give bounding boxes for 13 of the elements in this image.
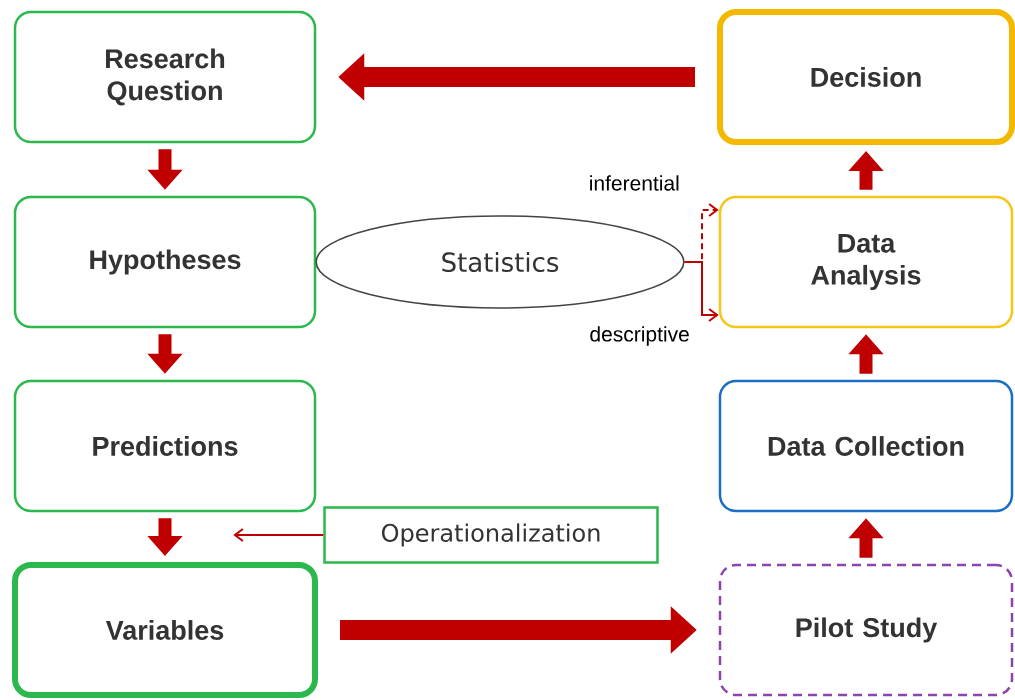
step-box: Pilot Study — [718, 563, 1014, 697]
step-box: Data Analysis — [718, 195, 1014, 329]
step-box: Decision — [717, 9, 1015, 145]
edge-label: descriptive — [587, 324, 692, 348]
step-box: Research Question — [13, 10, 317, 144]
connector-arrow — [233, 528, 325, 542]
step-box: Predictions — [13, 379, 317, 513]
label-box: Operationalization — [323, 506, 659, 564]
step-box: Hypotheses — [13, 195, 317, 329]
connector-arrow — [683, 261, 719, 322]
step-box: Variables — [12, 562, 318, 698]
step-box: Data Collection — [718, 379, 1014, 513]
edge-label: inferential — [586, 173, 682, 193]
